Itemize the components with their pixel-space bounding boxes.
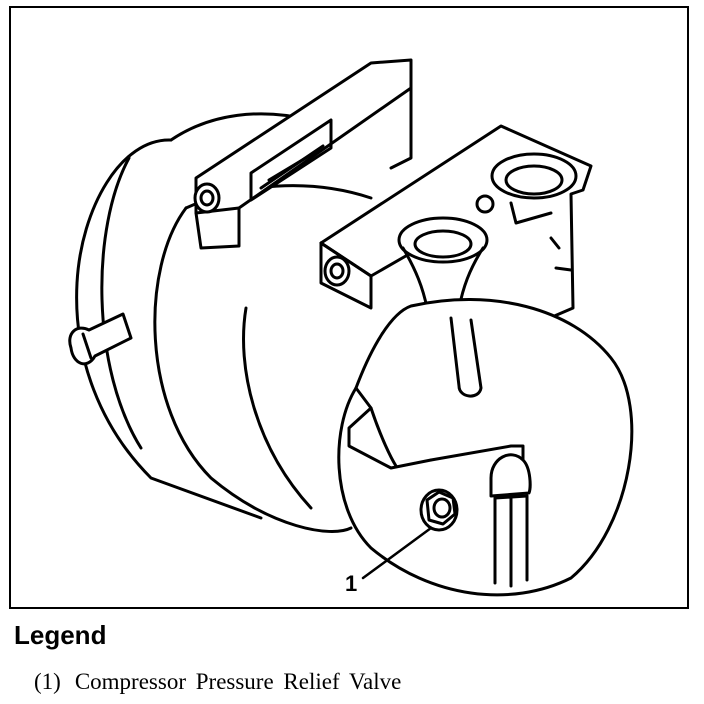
- manifold-hole: [475, 194, 495, 214]
- callout-leader-line: [361, 526, 433, 580]
- legend-item-label: Compressor Pressure Relief Valve: [74, 669, 402, 694]
- rear-mount-bracket: [194, 58, 413, 250]
- pressure-relief-valve: [419, 488, 459, 532]
- front-end-cap: [337, 298, 634, 597]
- front-mount-bolt: [323, 255, 351, 287]
- suction-port: [490, 152, 578, 200]
- front-cap-boss: [429, 444, 532, 588]
- legend-list: (1) Compressor Pressure Relief Valve: [34, 670, 401, 693]
- figure-frame: 1: [9, 6, 689, 609]
- legend-title: Legend: [14, 620, 107, 650]
- rear-mount-bolt: [193, 182, 221, 214]
- legend-item-number: (1): [34, 669, 61, 694]
- front-cap-tube: [449, 316, 483, 398]
- rear-fitting: [68, 312, 133, 366]
- callout-label-1: 1: [345, 571, 357, 596]
- compressor-illustration: 1: [68, 58, 634, 597]
- legend-item: (1) Compressor Pressure Relief Valve: [34, 670, 401, 693]
- discharge-port: [397, 216, 489, 320]
